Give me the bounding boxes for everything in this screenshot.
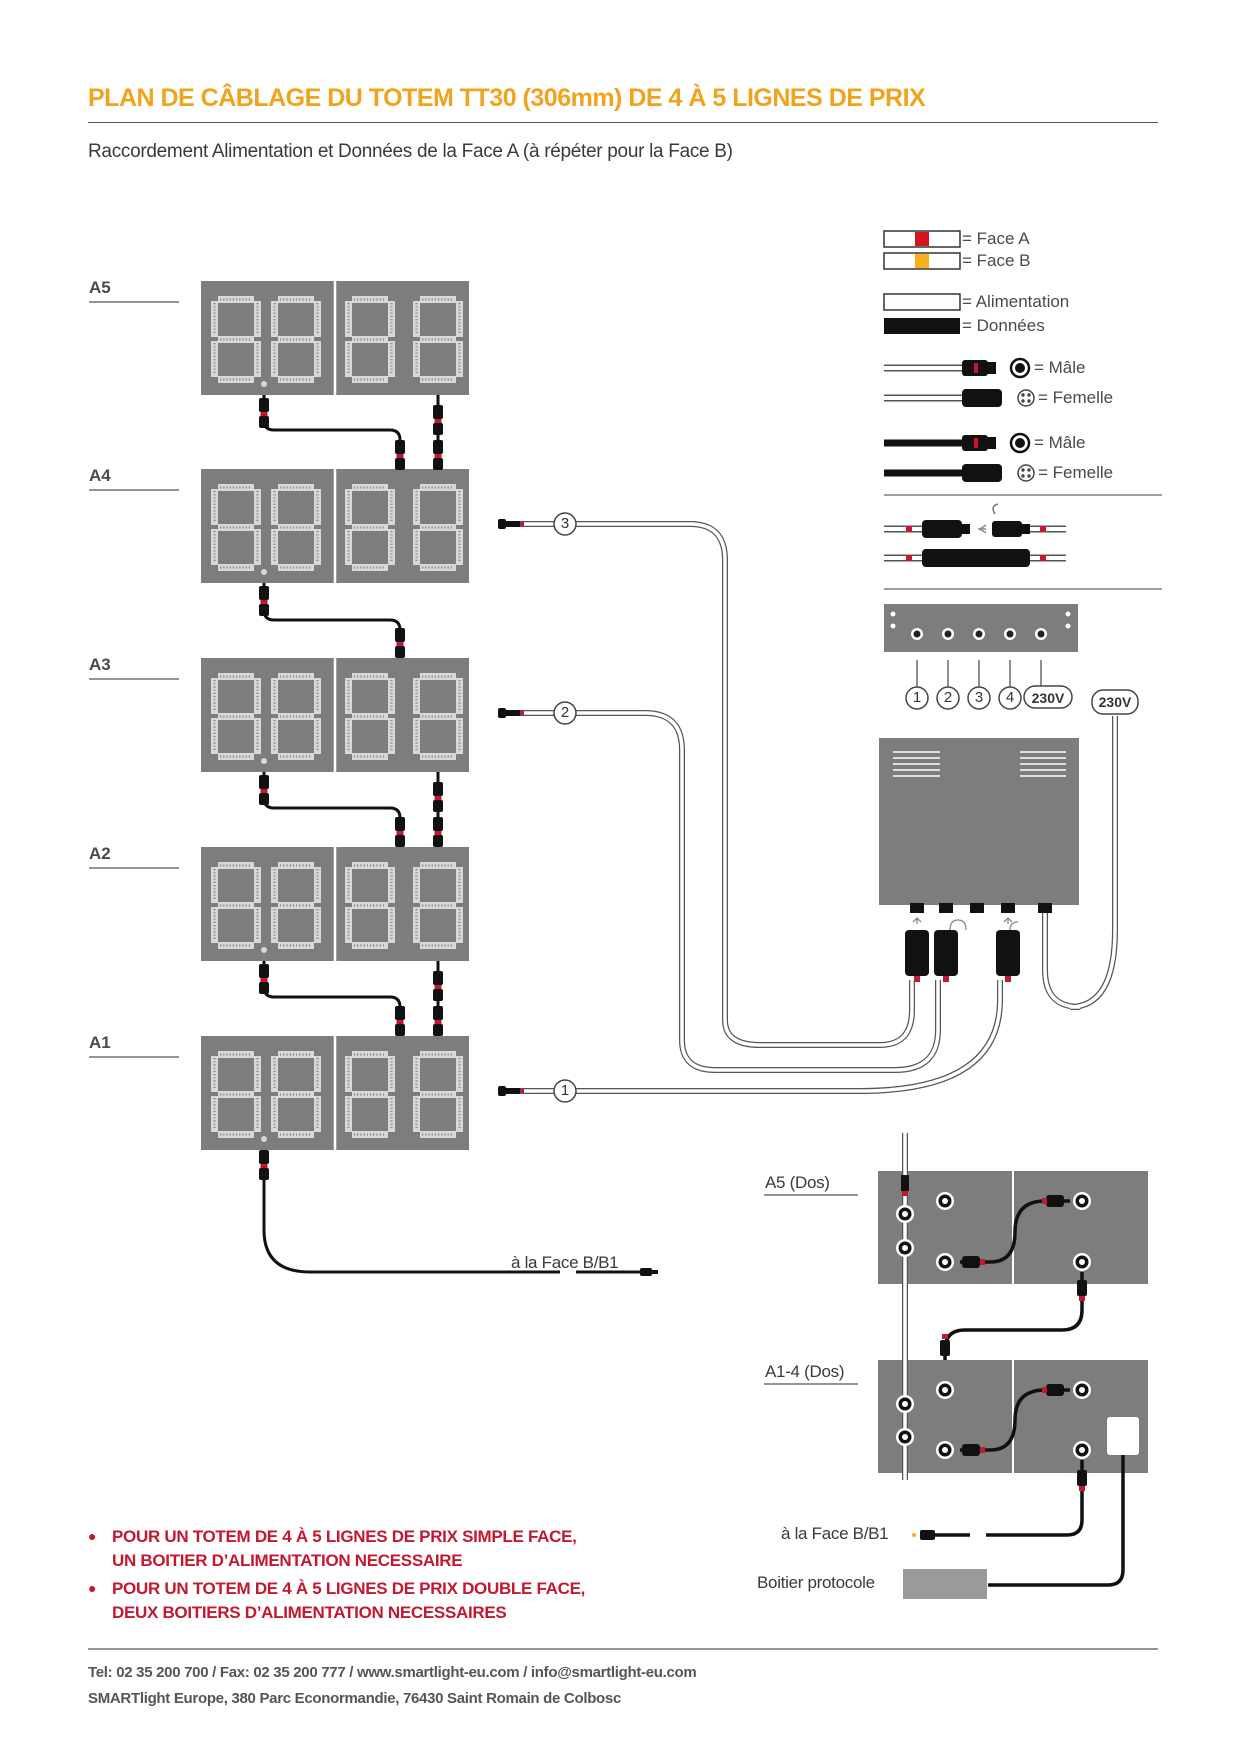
back-view-a5	[878, 1133, 1148, 1480]
row-label-a3: A3	[89, 655, 111, 674]
page-subtitle: Raccordement Alimentation et Données de …	[88, 141, 733, 162]
footer-address: SMARTlight Europe, 380 Parc Econormandie…	[88, 1690, 622, 1707]
protocol-box-label: Boitier protocole	[757, 1573, 875, 1592]
note-bullet-1: ●	[88, 1528, 97, 1544]
note-double-face-line2: DEUX BOITIERS D’ALIMENTATION NECESSAIRES	[112, 1603, 507, 1622]
legend-female-white: = Femelle	[1038, 388, 1114, 407]
footer-contact: Tel: 02 35 200 700 / Fax: 02 35 200 777 …	[88, 1664, 697, 1681]
row-label-a5: A5	[89, 278, 111, 297]
legend-male-white: = Mâle	[1034, 358, 1086, 377]
display-panel-a2	[201, 847, 469, 961]
legend-face-a: = Face A	[962, 229, 1030, 248]
row-label-rules	[89, 301, 179, 1058]
face-a-swatch	[915, 232, 929, 246]
display-panel-a3	[201, 658, 469, 772]
title-divider	[88, 122, 1158, 123]
lead-number-circles	[553, 512, 577, 1103]
legend-face-b: = Face B	[962, 251, 1031, 270]
inter-row-cables	[259, 395, 658, 1276]
protocol-box	[903, 1569, 987, 1599]
plug-label-pill	[1091, 689, 1139, 715]
note-bullet-2: ●	[88, 1580, 97, 1596]
note-double-face: POUR UN TOTEM DE 4 À 5 LIGNES DE PRIX DO…	[112, 1577, 585, 1625]
legend-graphics	[883, 230, 1162, 590]
legend-alimentation: = Alimentation	[962, 292, 1070, 311]
legend-male-black: = Mâle	[1034, 433, 1086, 452]
back-label-a5: A5 (Dos)	[765, 1173, 830, 1192]
face-b-swatch	[915, 254, 929, 268]
terminal-2: 2	[943, 689, 953, 706]
display-panel-a4	[201, 469, 469, 583]
display-panel-a1	[201, 1036, 469, 1150]
lead-number-1: 1	[560, 1082, 570, 1099]
note-simple-face-line2: UN BOITIER D’ALIMENTATION NECESSAIRE	[112, 1551, 463, 1570]
page-title: PLAN DE CÂBLAGE DU TOTEM TT30 (306mm) DE…	[88, 84, 926, 112]
terminal-strip	[884, 604, 1078, 710]
note-double-face-line1: POUR UN TOTEM DE 4 À 5 LIGNES DE PRIX DO…	[112, 1579, 586, 1598]
row-label-a1: A1	[89, 1033, 111, 1052]
panel-plugs	[498, 519, 524, 1096]
legend-female-black: = Femelle	[1038, 463, 1114, 482]
note-simple-face: POUR UN TOTEM DE 4 À 5 LIGNES DE PRIX SI…	[112, 1525, 577, 1573]
back-to-face-b-label: à la Face B/B1	[781, 1524, 889, 1543]
terminal-1: 1	[912, 689, 922, 706]
back-label-a1-4: A1-4 (Dos)	[765, 1362, 845, 1381]
plug-230v-label: 230V	[1098, 694, 1132, 710]
back-view-a1-4	[878, 1358, 1148, 1599]
lead-number-2: 2	[560, 704, 570, 721]
terminal-4: 4	[1005, 689, 1015, 706]
lead-number-3: 3	[560, 515, 570, 532]
row-label-a2: A2	[89, 844, 111, 863]
to-face-b-label: à la Face B/B1	[511, 1253, 619, 1272]
note-simple-face-line1: POUR UN TOTEM DE 4 À 5 LIGNES DE PRIX SI…	[112, 1527, 577, 1546]
terminal-3: 3	[974, 689, 984, 706]
display-panel-a5	[201, 281, 469, 395]
terminal-230v: 230V	[1031, 690, 1065, 706]
power-leads	[498, 521, 1003, 1094]
power-supply-box	[879, 689, 1139, 1010]
row-label-a4: A4	[89, 466, 111, 485]
legend-donnees: = Données	[962, 316, 1045, 335]
